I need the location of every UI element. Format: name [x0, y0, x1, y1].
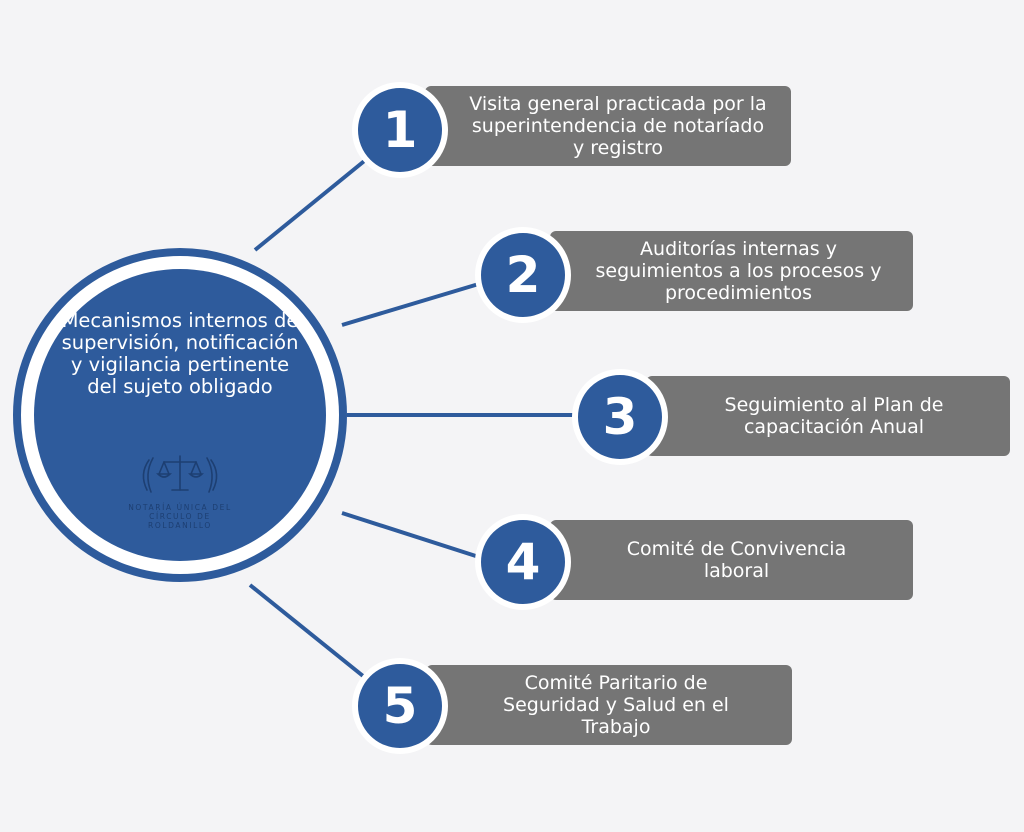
step-4-text: Comité de Convivencia laboral: [626, 538, 847, 582]
step-4-number: 4: [505, 533, 541, 591]
step-2-number: 2: [505, 246, 541, 304]
connector-4: [341, 511, 483, 560]
step-2-text: Auditorías internas y seguimientos a los…: [595, 238, 882, 304]
connector-5: [248, 583, 370, 682]
step-2-box: Auditorías internas y seguimientos a los…: [550, 231, 913, 311]
step-3-text: Seguimiento al Plan de capacitación Anua…: [724, 394, 944, 438]
step-1-box: Visita general practicada por la superin…: [425, 86, 791, 166]
step-3-badge: 3: [572, 369, 668, 465]
connector-1: [253, 156, 370, 252]
center-title: Mecanismos internos de supervisión, noti…: [61, 309, 299, 398]
step-4-badge: 4: [475, 514, 571, 610]
step-4-box: Comité de Convivencia laboral: [550, 520, 913, 600]
step-5-badge: 5: [352, 658, 448, 754]
step-3-box: Seguimiento al Plan de capacitación Anua…: [646, 376, 1010, 456]
logo-text: NOTARÍA ÚNICA DEL CÍRCULO DE ROLDANILLO: [128, 503, 232, 530]
scales-of-justice-logo-icon: [142, 455, 218, 493]
step-5-box: Comité Paritario de Seguridad y Salud en…: [426, 665, 792, 745]
step-5-number: 5: [382, 677, 418, 735]
connector-2: [341, 281, 483, 327]
step-2-badge: 2: [475, 227, 571, 323]
step-5-text: Comité Paritario de Seguridad y Salud en…: [503, 672, 729, 738]
center-hub: [34, 269, 326, 561]
step-1-number: 1: [382, 101, 418, 159]
step-1-badge: 1: [352, 82, 448, 178]
step-1-text: Visita general practicada por la superin…: [469, 93, 767, 159]
step-3-number: 3: [602, 388, 638, 446]
